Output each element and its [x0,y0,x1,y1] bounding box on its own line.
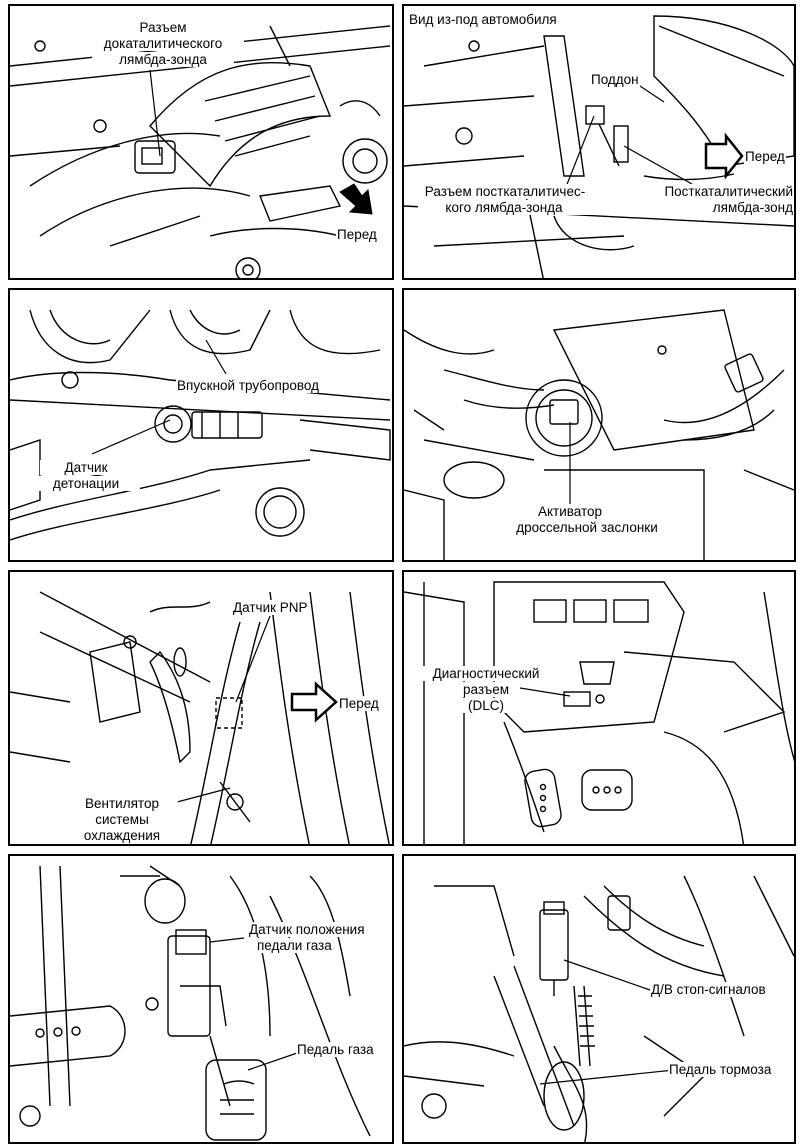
front-arrow-icon [339,183,373,215]
label-front: Перед [336,227,378,242]
label-pnp-switch: Датчик PNP [232,600,309,615]
label-dlc-line1: Диагностический [422,666,550,681]
label-postcat-connector-line1: Разъем посткаталитичес- [406,184,604,199]
label-cooling-fan-line1: Вентилятор [66,796,178,811]
panel-precat-o2-connector: Разъем докаталитического лямбда-зонда Пе… [8,4,394,280]
label-throttle-actuator-line1: Активатор [514,504,626,519]
label-knock-sensor-line2: детонации [32,476,140,491]
label-postcat-sensor-line1: Посткаталитический [642,184,794,199]
brake-pedal-illustration [404,875,794,1142]
label-dlc-line2: разъем [454,682,518,697]
label-dlc-line3: (DLC) [454,698,518,713]
panel-knock-sensor: Впускной трубопровод Датчик детонации [8,288,394,562]
label-front: Перед [338,696,380,711]
label-view-from-below: Вид из-под автомобиля [408,12,558,27]
label-precat-o2-line2: докаталитического [82,36,244,51]
front-arrow-icon [704,132,744,180]
panel-accelerator-sensor: Датчик положения педали газа Педаль газа [8,854,394,1144]
panel-brake-switch: Д/В стоп-сигналов Педаль тормоза [402,854,796,1144]
label-accelerator-sensor-line1: Датчик положения [248,922,366,937]
panel-throttle-actuator: Активатор дроссельной заслонки [402,288,796,562]
label-intake-manifold: Впускной трубопровод [176,378,320,393]
accelerator-pedal-illustration [10,865,371,1141]
label-cooling-fan-line2: системы [76,812,168,827]
panel-postcat-o2: Вид из-под автомобиля Поддон Перед Разъе… [402,4,796,280]
label-brake-switch: Д/В стоп-сигналов [650,982,767,997]
label-precat-o2-line1: Разъем [92,20,234,35]
throttle-body-illustration [404,309,794,560]
label-brake-pedal: Педаль тормоза [668,1062,773,1077]
label-throttle-actuator-line2: дроссельной заслонки [498,520,676,535]
label-postcat-sensor-line2: лямбда-зонд [662,200,794,215]
label-precat-o2-line3: лямбда-зонда [92,52,234,67]
label-cooling-fan-line3: охлаждения [66,828,178,843]
panel-pnp-switch: Датчик PNP Перед Вентилятор системы охла… [8,570,394,846]
label-accelerator-sensor-line2: педали газа [256,938,333,953]
front-arrow-icon [290,681,338,723]
label-postcat-connector-line2: кого лямбда-зонда [418,200,590,215]
label-oil-pan: Поддон [590,72,640,87]
panel-dlc: Диагностический разъем (DLC) [402,570,796,846]
label-accelerator-pedal: Педаль газа [296,1042,375,1057]
dashboard-underside-illustration [404,581,794,844]
label-front: Перед [744,149,786,164]
label-knock-sensor-line1: Датчик [40,460,132,475]
intake-manifold-illustration [10,309,391,541]
